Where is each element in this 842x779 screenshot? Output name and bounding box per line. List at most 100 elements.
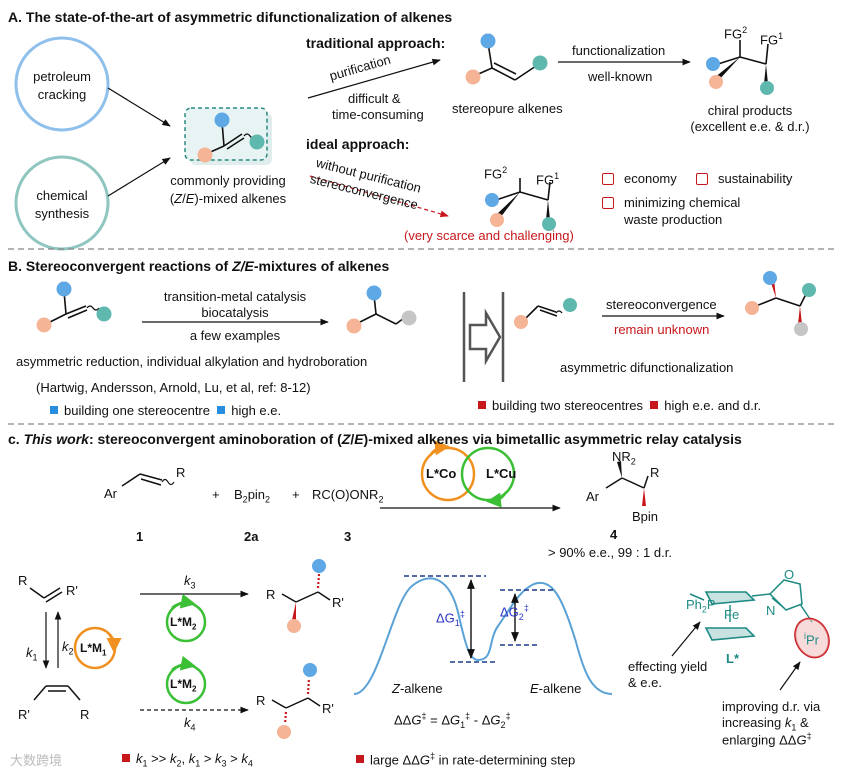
- difficult-line2: time-consuming: [332, 107, 424, 122]
- mixed-caption-1: commonly providing: [170, 173, 286, 188]
- legend-g: large ΔΔG‡ in rate-determining step: [356, 752, 575, 766]
- fg1-label-a: FG1: [760, 31, 784, 48]
- k3-label: k3: [184, 573, 196, 591]
- legend-k: k1 >> k2, k1 > k3 > k4: [122, 752, 253, 769]
- result-label: > 90% e.e., 99 : 1 d.r.: [548, 545, 672, 560]
- chiral-line1: chiral products: [707, 103, 793, 118]
- product-4: [605, 461, 649, 506]
- reagent-3-label: RC(O)ONR2: [312, 487, 384, 505]
- label-3: 3: [344, 529, 352, 544]
- label-4: 4: [610, 527, 618, 542]
- z-alkene-label: Z-alkene: [392, 681, 443, 696]
- petroleum-line2: cracking: [37, 87, 87, 102]
- lm2-label-bottom: L*M2: [170, 677, 197, 694]
- stereopure-alkene-molecule: [465, 33, 548, 85]
- e-alkene-label: E-alkene: [530, 681, 582, 696]
- z-alkene-mech: [33, 685, 81, 701]
- r-mech-z: R: [80, 707, 90, 722]
- mixed-caption-2: (Z/E)-mixed alkenes: [169, 191, 287, 206]
- fg2-label-b: FG2: [484, 165, 508, 182]
- n-label: N: [766, 603, 776, 618]
- check-waste-icon: [602, 197, 614, 209]
- ligand-structure: [689, 579, 830, 659]
- b-alkene: [514, 298, 577, 329]
- hollow-arrow-icon: [468, 308, 502, 366]
- energy-profile: [353, 575, 613, 695]
- fg1-label-b: FG1: [536, 171, 560, 188]
- r-anti: R: [266, 587, 276, 602]
- effect-line1: effecting yield: [628, 659, 708, 674]
- cat-co-label: L*Co: [426, 466, 457, 481]
- nr2-label: NR2: [612, 449, 636, 467]
- ph2p-label: Ph2P: [686, 597, 716, 615]
- plus-1: +: [212, 487, 220, 502]
- section-b-title: B. Stereoconvergent reactions of Z/E-mix…: [8, 258, 390, 274]
- improve-line2: increasing k1 &: [722, 715, 809, 733]
- catalyst-cycles: [420, 440, 516, 508]
- tm-catalysis-label: transition-metal catalysis: [163, 289, 307, 304]
- b2pin2-label: B2pin2: [234, 487, 271, 505]
- petroleum-circle: [14, 36, 110, 132]
- rprime-mech-e: R': [66, 583, 78, 598]
- mixed-alkene-molecule: [197, 112, 265, 163]
- remain-unknown-label: remain unknown: [614, 322, 710, 337]
- dg2-label: ΔG2‡: [500, 603, 529, 622]
- label-1: 1: [136, 529, 144, 544]
- watermark: 大数跨境: [10, 753, 63, 768]
- blue-square-icon: [50, 406, 58, 414]
- e-alkene-mech: [29, 587, 63, 603]
- benefit-economy: economy: [624, 171, 677, 186]
- refs-label: (Hartwig, Andersson, Arnold, Lu, et al, …: [36, 380, 311, 395]
- benefit-sustainability: sustainability: [718, 171, 793, 186]
- ddg-label: ΔΔG‡ = ΔG1‡ - ΔG2‡: [394, 711, 511, 730]
- traditional-label: traditional approach:: [306, 35, 446, 51]
- section-c-title: c. This work: stereoconvergent aminobora…: [8, 431, 742, 447]
- scarce-label: (very scarce and challenging): [404, 228, 574, 243]
- ideal-label: ideal approach:: [306, 136, 410, 152]
- lm1-label: L*M1: [80, 641, 107, 658]
- ar-label-4: Ar: [586, 489, 599, 504]
- substrate-1: [121, 473, 175, 487]
- ar-label-1: Ar: [104, 486, 117, 501]
- check-sustainability-icon: [696, 173, 708, 185]
- reactions-label: asymmetric reduction, individual alkylat…: [16, 354, 368, 369]
- benefit-waste-2: waste production: [624, 212, 723, 227]
- r-syn: R: [256, 693, 266, 708]
- k2-label: k2: [62, 639, 74, 657]
- b-difunc-product: [745, 271, 816, 336]
- r-label-4: R: [650, 465, 660, 480]
- lm2-label-top: L*M2: [170, 615, 197, 632]
- chemical-line1: chemical: [36, 188, 88, 203]
- plus-2: +: [292, 487, 300, 502]
- b-hydro-product: [346, 285, 417, 334]
- k1-label: k1: [26, 645, 38, 663]
- fg2-label-a: FG2: [724, 25, 748, 42]
- stereopure-label: stereopure alkenes: [452, 101, 563, 116]
- label-2a: 2a: [244, 529, 259, 544]
- legend-left: building one stereocentre high e.e.: [50, 404, 281, 417]
- b-mixed-alkene: [36, 281, 112, 333]
- ipr-label: iPr: [804, 631, 819, 648]
- well-known-label: well-known: [588, 69, 653, 84]
- improve-line3: enlarging ΔΔG‡: [722, 731, 812, 748]
- fe-label: Fe: [724, 607, 740, 622]
- product-anti: [281, 559, 331, 633]
- rprime-anti: R': [332, 595, 344, 610]
- rprime-mech-z: R': [18, 707, 30, 722]
- ligand-label: L*: [726, 651, 739, 666]
- effect-line2: & e.e.: [628, 675, 662, 690]
- petroleum-line1: petroleum: [33, 69, 91, 84]
- bpin-label: Bpin: [632, 509, 659, 524]
- legend-right: building two stereocentres high e.e. and…: [478, 399, 761, 412]
- stereoconvergence-label-b: stereoconvergence: [606, 297, 717, 312]
- ideal-product-molecule: [485, 178, 556, 231]
- rprime-syn: R': [322, 701, 334, 716]
- improve-line1: improving d.r. via: [722, 699, 821, 714]
- red-square-icon: [478, 401, 486, 409]
- chiral-line2: (excellent e.e. & d.r.): [690, 119, 810, 134]
- product-syn: [271, 663, 321, 739]
- r-label-1: R: [176, 465, 186, 480]
- section-a-title: A. The state-of-the-art of asymmetric di…: [8, 9, 453, 25]
- biocatalysis-label: biocatalysis: [201, 305, 269, 320]
- chiral-product-molecule: [706, 40, 774, 95]
